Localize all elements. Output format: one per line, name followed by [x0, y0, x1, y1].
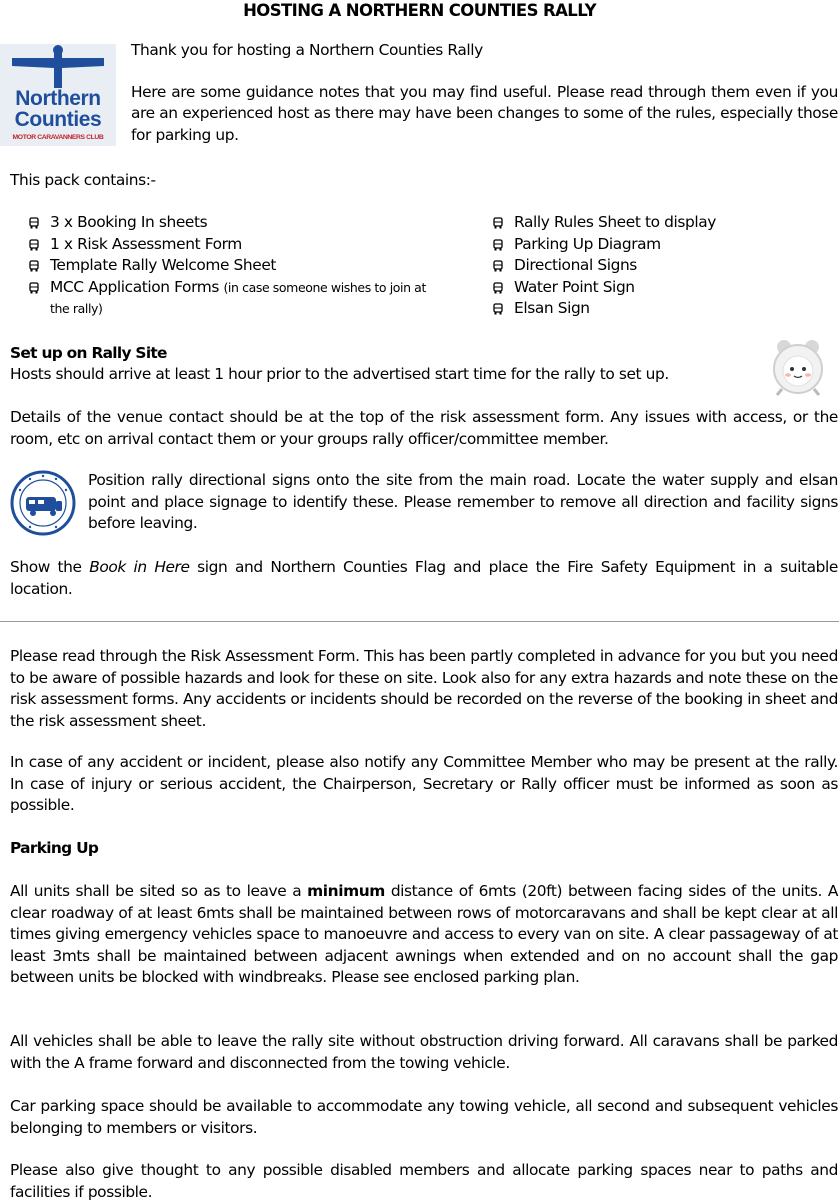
intro-guidance: Here are some guidance notes that you ma…	[131, 82, 838, 144]
list-item: 3 x Booking In sheets	[28, 212, 448, 234]
pack-list-left: 3 x Booking In sheets 1 x Risk Assessmen…	[28, 212, 448, 320]
intro-section: Thank you for hosting a Northern Countie…	[131, 40, 838, 146]
book-in-here-text: Book in Here	[89, 558, 190, 576]
pack-item-label: Parking Up Diagram	[514, 234, 661, 253]
pack-item-label: Template Rally Welcome Sheet	[50, 256, 277, 274]
caravan-icon	[493, 238, 503, 250]
parking-p1-text: All units shall be sited so as to leave …	[10, 881, 838, 989]
signs-text: Position rally directional signs onto th…	[88, 471, 838, 532]
list-item: Directional Signs	[492, 255, 832, 277]
logo-line-2: Counties	[15, 108, 102, 131]
show-text: Show the Book in Here sign and Northern …	[10, 557, 838, 600]
caravan-icon	[29, 238, 39, 250]
setup-show: Show the Book in Here sign and Northern …	[10, 557, 838, 600]
parking-p3-text: Car parking space should be available to…	[10, 1097, 838, 1137]
pack-item-label: Rally Rules Sheet to display	[514, 213, 716, 231]
caravan-icon	[29, 281, 39, 293]
alarm-clock-icon	[773, 340, 823, 396]
logo-line-1: Northern	[15, 87, 100, 110]
parking-p2-text: All vehicles shall be able to leave the …	[10, 1032, 838, 1072]
pack-item-label: Water Point Sign	[514, 277, 635, 296]
p1-prefix: All units shall be sited so as to leave …	[10, 882, 308, 900]
caravan-icon	[493, 303, 503, 315]
section-divider	[0, 621, 839, 622]
caravan-icon	[29, 217, 39, 229]
parking-p4: Please also give thought to any possible…	[10, 1160, 838, 1203]
list-item: MCC Application Forms (in case someone w…	[28, 277, 448, 320]
risk-notify: In case of any accident or incident, ple…	[10, 752, 838, 817]
show-suffix: sign and Northern Counties Flag and plac…	[10, 558, 838, 598]
list-item: Elsan Sign	[492, 298, 832, 320]
minimum-text: minimum	[307, 882, 385, 900]
northern-counties-logo: Northern Counties MOTOR CARAVANNERS CLUB	[0, 44, 116, 146]
intro-thanks: Thank you for hosting a Northern Countie…	[131, 41, 483, 59]
pack-item-label: 3 x Booking In sheets	[50, 213, 208, 231]
parking-heading: Parking Up	[10, 839, 99, 857]
pack-item-note: (in case someone wishes to join at the r…	[50, 279, 426, 317]
parking-p1: All units shall be sited so as to leave …	[10, 881, 838, 989]
caravan-icon	[493, 281, 503, 293]
pack-item-label: 1 x Risk Assessment Form	[50, 234, 242, 253]
pack-item-label: MCC Application Forms	[50, 277, 219, 296]
pack-heading: This pack contains:-	[10, 171, 156, 189]
list-item: Water Point Sign	[492, 277, 832, 299]
p1-suffix: distance of 6mts (20ft) between facing s…	[10, 882, 838, 986]
parking-p2: All vehicles shall be able to leave the …	[10, 1031, 838, 1074]
setup-signs: Position rally directional signs onto th…	[88, 470, 838, 535]
parking-p3: Car parking space should be available to…	[10, 1096, 838, 1139]
parking-p4-text: Please also give thought to any possible…	[10, 1161, 838, 1201]
list-item: Rally Rules Sheet to display	[492, 212, 832, 234]
risk-read: Please read through the Risk Assessment …	[10, 646, 838, 732]
risk-read-text: Please read through the Risk Assessment …	[10, 647, 838, 730]
page-title: HOSTING A NORTHERN COUNTIES RALLY	[243, 1, 596, 20]
caravan-icon	[29, 260, 39, 272]
list-item: 1 x Risk Assessment Form	[28, 234, 448, 256]
list-item: Parking Up Diagram	[492, 234, 832, 256]
setup-arrival: Hosts should arrive at least 1 hour prio…	[10, 365, 669, 383]
setup-heading: Set up on Rally Site	[10, 344, 167, 362]
pack-item-label: Elsan Sign	[514, 299, 590, 317]
caravan-icon	[493, 260, 503, 272]
pack-list-right: Rally Rules Sheet to display Parking Up …	[492, 212, 832, 320]
pack-item-label: Directional Signs	[514, 256, 637, 274]
venue-contact-text: Details of the venue contact should be a…	[10, 408, 838, 448]
risk-notify-text: In case of any accident or incident, ple…	[10, 753, 838, 814]
list-item: Template Rally Welcome Sheet	[28, 255, 448, 277]
logo-line-3: MOTOR CARAVANNERS CLUB	[13, 134, 104, 141]
club-seal-icon	[10, 470, 76, 536]
setup-venue-contact: Details of the venue contact should be a…	[10, 407, 838, 450]
caravan-icon	[493, 217, 503, 229]
show-prefix: Show the	[10, 558, 90, 576]
